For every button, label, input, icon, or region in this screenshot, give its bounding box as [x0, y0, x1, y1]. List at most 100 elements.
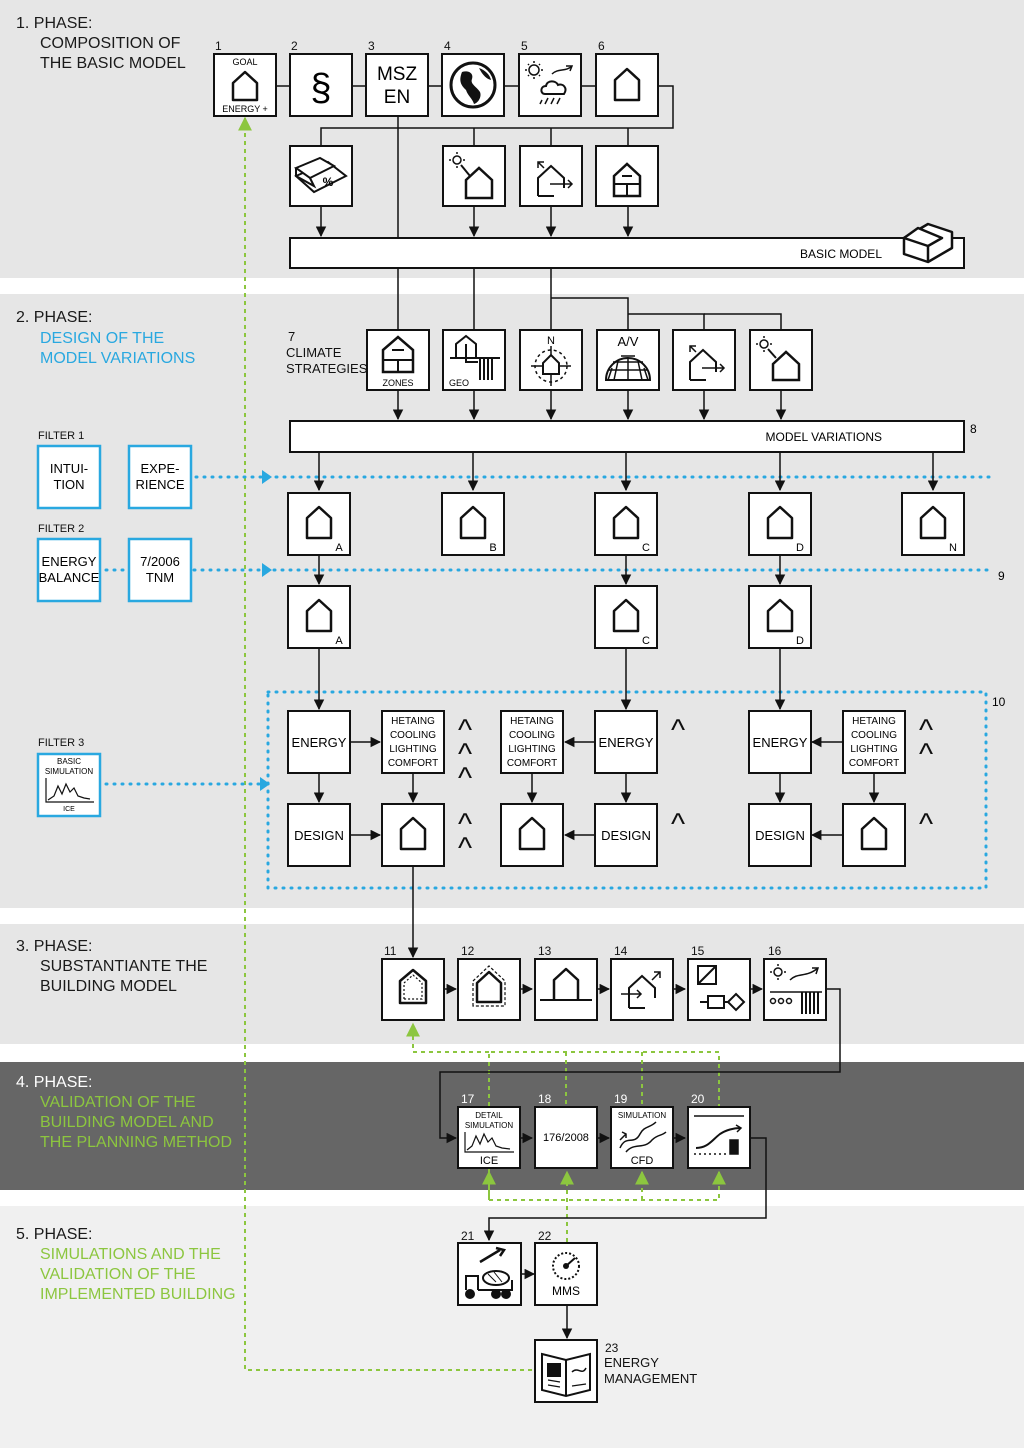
- num-15: 15: [691, 944, 705, 958]
- num-14: 14: [614, 944, 628, 958]
- graph-icon: [45, 778, 94, 803]
- phase3-line1: 3. PHASE:: [16, 938, 92, 955]
- num-22: 22: [538, 1229, 552, 1243]
- caret-icon: ^: [671, 808, 685, 841]
- energy-c-label: ENERGY: [599, 735, 654, 750]
- filter2-label: FILTER 2: [38, 523, 84, 535]
- num-2: 2: [291, 39, 298, 53]
- variant-n-box: N: [901, 492, 965, 556]
- num-16: 16: [768, 944, 782, 958]
- hvac-c-heating: HETAING: [510, 716, 554, 727]
- design-a-label: DESIGN: [294, 828, 344, 843]
- variant-b-label: B: [489, 542, 496, 554]
- cfd-simulation-box: SIMULATION CFD: [610, 1106, 674, 1169]
- phase2-line3: MODEL VARIATIONS: [40, 350, 195, 367]
- detail-simulation-box: DETAIL SIMULATION ICE: [457, 1106, 521, 1169]
- compass-house-icon: [531, 346, 571, 386]
- filtered-a-box: A: [287, 585, 351, 649]
- energy-balance-box: ENERGY BALANCE: [36, 537, 102, 603]
- house-icon: [305, 505, 333, 540]
- flow-icon: [619, 1121, 667, 1153]
- hvac-d-lighting: LIGHTING: [850, 744, 897, 755]
- standards-box: MSZ EN: [365, 53, 429, 117]
- house-icon: [475, 970, 503, 1004]
- caret-icon: ^: [458, 832, 472, 865]
- monitoring-box: MMS: [534, 1242, 598, 1306]
- caret-icon: ^: [458, 762, 472, 795]
- section-sign-icon: §: [310, 67, 331, 109]
- results-chart-box: [687, 1106, 751, 1169]
- house-icon: [399, 816, 427, 851]
- house-icon: [305, 598, 333, 633]
- basic-simulation-box: BASIC SIMULATION ICE: [36, 752, 102, 818]
- num-10: 10: [992, 695, 1006, 709]
- house-ground-icon: [540, 967, 592, 1001]
- concrete-mixer-icon: [465, 1246, 513, 1299]
- geothermal-icon: [450, 334, 500, 380]
- phase1-line3: THE BASIC MODEL: [40, 55, 186, 72]
- trend-chart-icon: [694, 1115, 744, 1155]
- en-label: EN: [384, 87, 410, 108]
- connector-lines: [276, 85, 939, 1340]
- filtered-c-label: C: [642, 635, 650, 647]
- basic-sim-line2: SIMULATION: [45, 767, 94, 776]
- filter-arrowheads: [260, 470, 272, 791]
- energy-d-box: ENERGY: [748, 710, 812, 774]
- intuition-line2: TION: [53, 477, 84, 492]
- basic-sim-line1: BASIC: [57, 757, 81, 766]
- caret-icon: ^: [458, 714, 472, 747]
- iteration-carets: ^ ^ ^ ^ ^ ^ ^ ^ ^ ^: [458, 714, 933, 865]
- phase4-line4: THE PLANNING METHOD: [40, 1134, 232, 1151]
- energy-a-box: ENERGY: [287, 710, 351, 774]
- num-13: 13: [538, 944, 552, 958]
- phase2-title: 2. PHASE: DESIGN OF THE MODEL VARIATIONS: [16, 309, 195, 367]
- construction-box: [457, 1242, 522, 1306]
- zones-box: ZONES: [366, 329, 430, 391]
- model-variations-label: MODEL VARIATIONS: [766, 430, 882, 444]
- house-icon: [919, 505, 947, 540]
- design-d-label: DESIGN: [755, 828, 805, 843]
- variant-d-label: D: [796, 542, 804, 554]
- em-line1: ENERGY: [604, 1355, 659, 1370]
- basic-model-bar: BASIC MODEL: [289, 222, 965, 269]
- airflow-house-icon: [537, 161, 574, 197]
- basic-sim-ice: ICE: [63, 806, 75, 813]
- energy-balance-line1: ENERGY: [42, 554, 97, 569]
- num-9: 9: [998, 569, 1005, 583]
- house-icon: [459, 505, 487, 540]
- phase5-line1: 5. PHASE:: [16, 1226, 92, 1243]
- energy-a-label: ENERGY: [292, 735, 347, 750]
- sun-house-icon: [756, 336, 801, 382]
- renewables-box: [763, 958, 827, 1021]
- energy-d-label: ENERGY: [753, 735, 808, 750]
- phase1-title: 1. PHASE: COMPOSITION OF THE BASIC MODEL: [16, 15, 186, 72]
- phase5-line3: VALIDATION OF THE: [40, 1266, 196, 1283]
- phase1-line1: 1. PHASE:: [16, 15, 92, 32]
- phase2-line2: DESIGN OF THE: [40, 330, 164, 347]
- house-icon: [766, 505, 794, 540]
- hvac-c-cooling: COOLING: [509, 730, 555, 741]
- zones-label: ZONES: [382, 378, 413, 388]
- basic-model-label: BASIC MODEL: [800, 247, 882, 261]
- phase2-line1: 2. PHASE:: [16, 309, 92, 326]
- filter-labels: FILTER 1 FILTER 2 FILTER 3: [38, 430, 84, 749]
- house-icon: [860, 816, 888, 851]
- sun-house-icon: [449, 152, 494, 200]
- phase3-line3: BUILDING MODEL: [40, 978, 177, 995]
- hvac-a-heating: HETAING: [391, 716, 435, 727]
- regulation-box: §: [289, 53, 353, 117]
- phase3-title: 3. PHASE: SUBSTANTIANTE THE BUILDING MOD…: [16, 938, 207, 995]
- climate-line2: STRATEGIES: [286, 361, 368, 376]
- energy-c-box: ENERGY: [594, 710, 658, 774]
- phase1-numbers: 1 2 3 4 5 6: [215, 39, 605, 53]
- intuition-box: INTUI- TION: [36, 444, 102, 510]
- north-label: N: [547, 335, 555, 347]
- energy-balance-line2: BALANCE: [39, 570, 100, 585]
- hvac-unit-icon: [697, 965, 746, 1012]
- variant-a-box: A: [287, 492, 351, 556]
- phase4-line2: VALIDATION OF THE: [40, 1094, 196, 1111]
- goal-label: GOAL: [232, 57, 257, 67]
- result-d-box: [842, 803, 906, 867]
- phase5-line4: IMPLEMENTED BUILDING: [40, 1286, 236, 1303]
- building-box: [595, 53, 659, 117]
